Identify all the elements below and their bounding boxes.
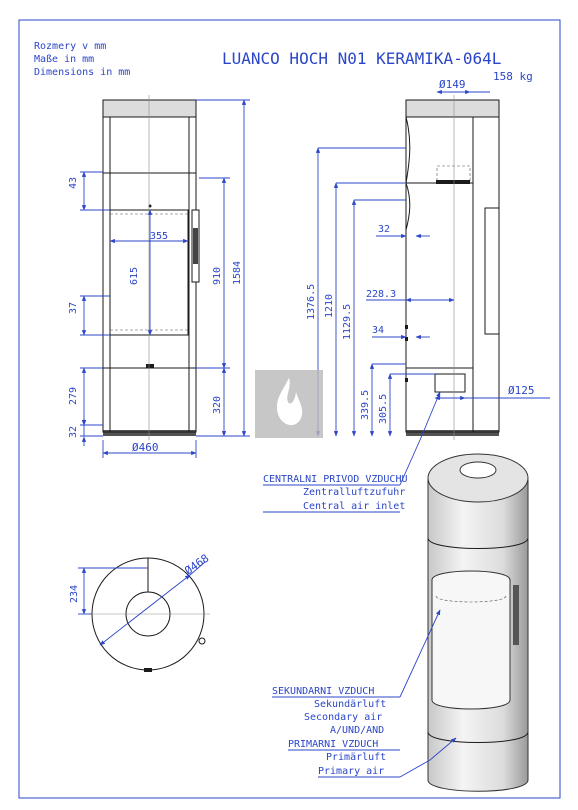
door-handle-grip	[193, 228, 198, 264]
dim-910: 910	[212, 267, 223, 285]
dimension-notes: Rozmery v mm Maße in mm Dimensions in mm	[34, 41, 130, 78]
stove-render	[427, 453, 529, 792]
dim-339: 339.5	[360, 390, 371, 420]
dim-149: Ø149	[439, 78, 466, 91]
plan-view: 234 Ø468	[69, 552, 211, 672]
note-line-3: Dimensions in mm	[34, 67, 130, 78]
secondary-air-label: SEKUNDARNI VZDUCH Sekundärluft Secondary…	[272, 609, 457, 778]
secondary-air-line-4: A/UND/AND	[330, 725, 384, 736]
secondary-air-line-6: Primärluft	[326, 752, 386, 763]
dim-37: 37	[68, 302, 79, 314]
secondary-air-line-3: Secondary air	[304, 712, 382, 723]
front-base	[103, 430, 196, 436]
render-flue	[459, 461, 497, 479]
central-air-line-3: Central air inlet	[303, 501, 405, 512]
flame-watermark	[255, 370, 323, 438]
air-inlet-box	[434, 373, 466, 393]
side-top-plate	[405, 99, 500, 118]
dim-43: 43	[68, 177, 79, 189]
central-air-line-2: Zentralluftzufuhr	[303, 487, 405, 498]
weight-label: 158 kg	[493, 70, 533, 83]
side-dim-32: 32	[378, 224, 390, 235]
dim-305: 305.5	[378, 394, 389, 424]
dim-460: Ø460	[132, 441, 159, 454]
render-door-glass	[431, 570, 511, 710]
dim-34: 34	[372, 325, 384, 336]
secondary-air-line-5: PRIMARNI VZDUCH	[288, 739, 378, 750]
dim-320: 320	[212, 396, 223, 414]
secondary-air-line-7: Primary air	[318, 766, 384, 777]
note-line-1: Rozmery v mm	[34, 41, 106, 52]
side-view: Ø149 1376.5 1210 1129.5 339.5 305.5 32 2…	[306, 78, 550, 440]
dim-32: 32	[68, 426, 79, 438]
dim-1376: 1376.5	[306, 284, 317, 320]
drawing-title: LUANCO HOCH N01 KERAMIKA-064L	[222, 49, 501, 68]
dim-1584: 1584	[232, 261, 243, 285]
central-air-label: CENTRALNI PRIVOD VZDUCHU Zentralluftzufu…	[263, 391, 441, 513]
dim-279: 279	[68, 387, 79, 405]
dim-228: 228.3	[366, 289, 396, 300]
front-view: 43 37 279 32 615 355 1584 910 320	[68, 95, 250, 458]
front-top-plate	[102, 99, 197, 118]
central-air-line-1: CENTRALNI PRIVOD VZDUCHU	[263, 474, 408, 485]
dim-468: Ø468	[182, 552, 211, 578]
note-line-2: Maße in mm	[34, 54, 94, 65]
secondary-air-line-1: SEKUNDARNI VZDUCH	[272, 686, 374, 697]
dim-125: Ø125	[508, 384, 535, 397]
render-door-handle	[513, 585, 519, 645]
sheet-border	[18, 19, 561, 799]
dim-615: 615	[129, 267, 140, 285]
front-body-outline	[102, 99, 197, 433]
secondary-air-line-2: Sekundärluft	[314, 699, 386, 710]
side-glass	[484, 207, 500, 335]
dim-355: 355	[150, 231, 168, 242]
dim-1129: 1129.5	[342, 304, 353, 340]
side-base	[406, 430, 499, 436]
dim-234: 234	[69, 585, 80, 603]
dim-1210: 1210	[324, 294, 335, 318]
